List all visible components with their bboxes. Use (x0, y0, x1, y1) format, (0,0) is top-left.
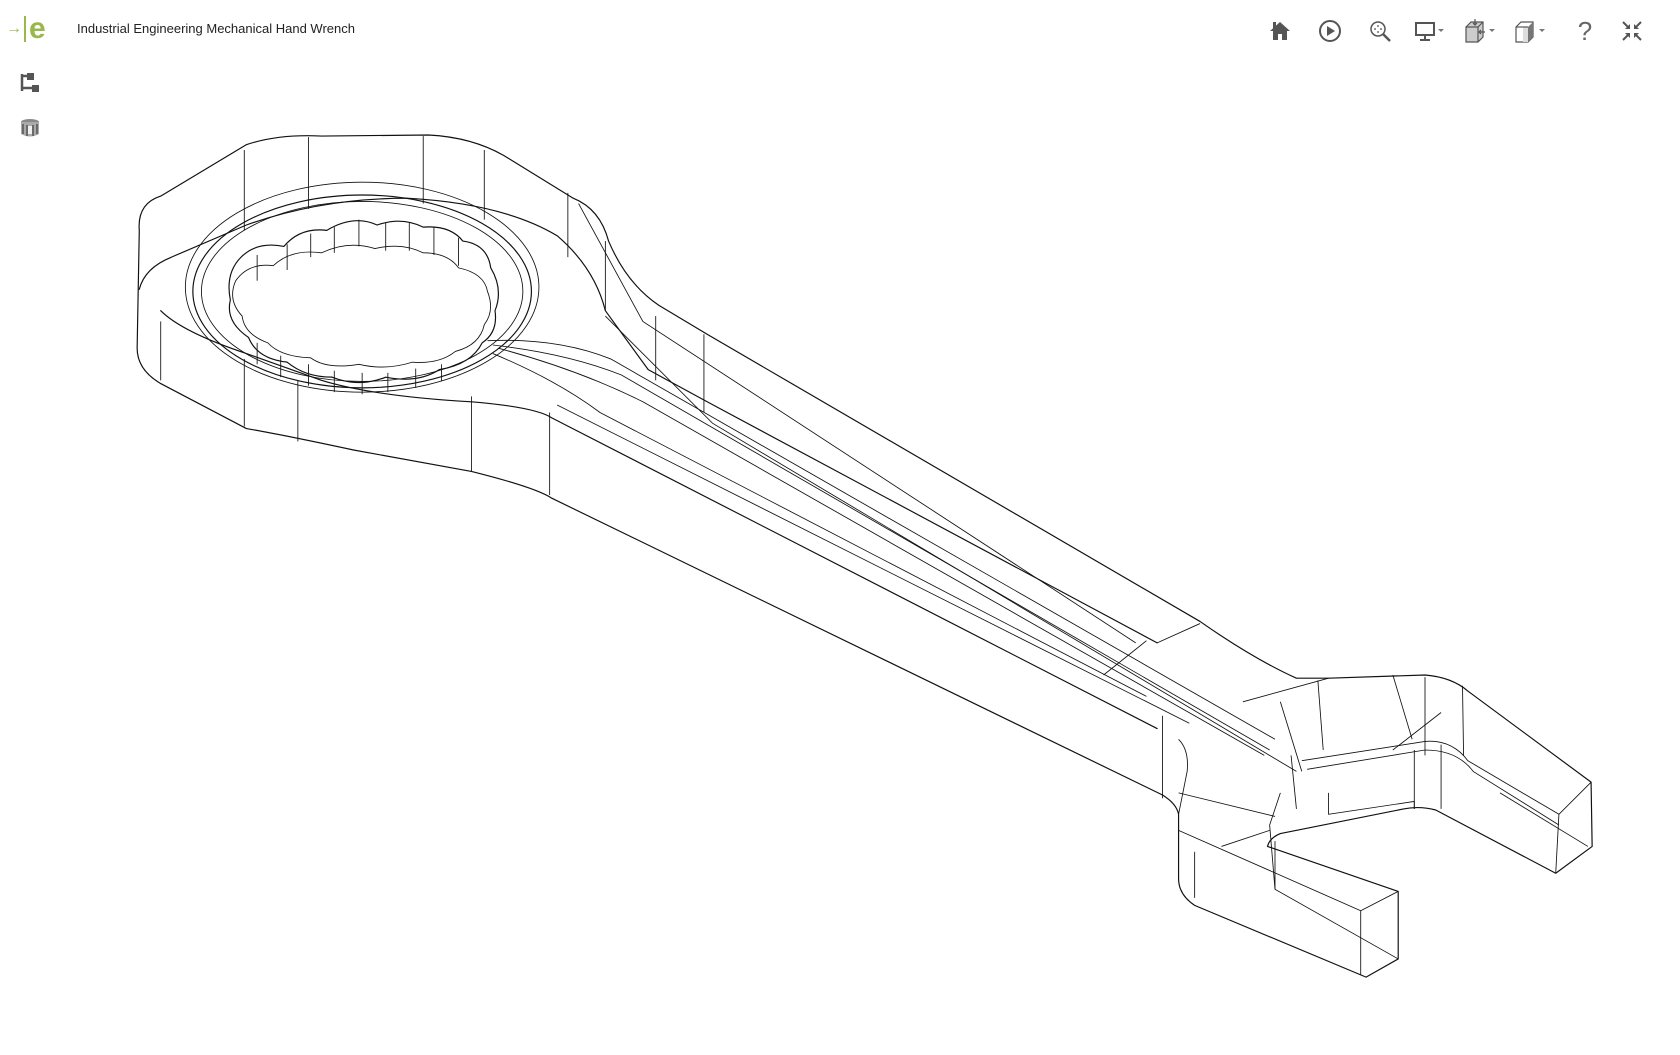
parts-icon (21, 119, 39, 137)
play-icon (1319, 20, 1341, 42)
section-cube-icon (1465, 19, 1495, 43)
help-icon: ? (1577, 15, 1593, 46)
model-tree-icon (20, 73, 39, 92)
home-button[interactable] (1260, 14, 1300, 48)
section-view-dropdown[interactable] (1460, 14, 1500, 48)
exit-fullscreen-button[interactable] (1612, 14, 1652, 48)
zoom-fit-icon (1370, 21, 1391, 42)
logo-arrow-icon: → (6, 20, 22, 37)
app-logo[interactable]: → e (6, 14, 46, 44)
toolbar: ? (1260, 14, 1680, 48)
view-cube-icon (1515, 21, 1545, 43)
zoom-fit-button[interactable] (1360, 14, 1400, 48)
home-icon (1270, 22, 1290, 40)
logo-divider (24, 16, 26, 42)
view-orientation-dropdown[interactable] (1510, 14, 1550, 48)
model-tree-button[interactable] (14, 67, 46, 99)
monitor-icon (1415, 22, 1444, 41)
help-button[interactable]: ? (1565, 14, 1605, 48)
parts-button[interactable] (14, 112, 46, 144)
page-title: Industrial Engineering Mechanical Hand W… (77, 21, 355, 36)
collapse-icon (1622, 21, 1642, 41)
logo-letter: e (29, 12, 46, 45)
display-mode-dropdown[interactable] (1410, 14, 1450, 48)
play-button[interactable] (1310, 14, 1350, 48)
